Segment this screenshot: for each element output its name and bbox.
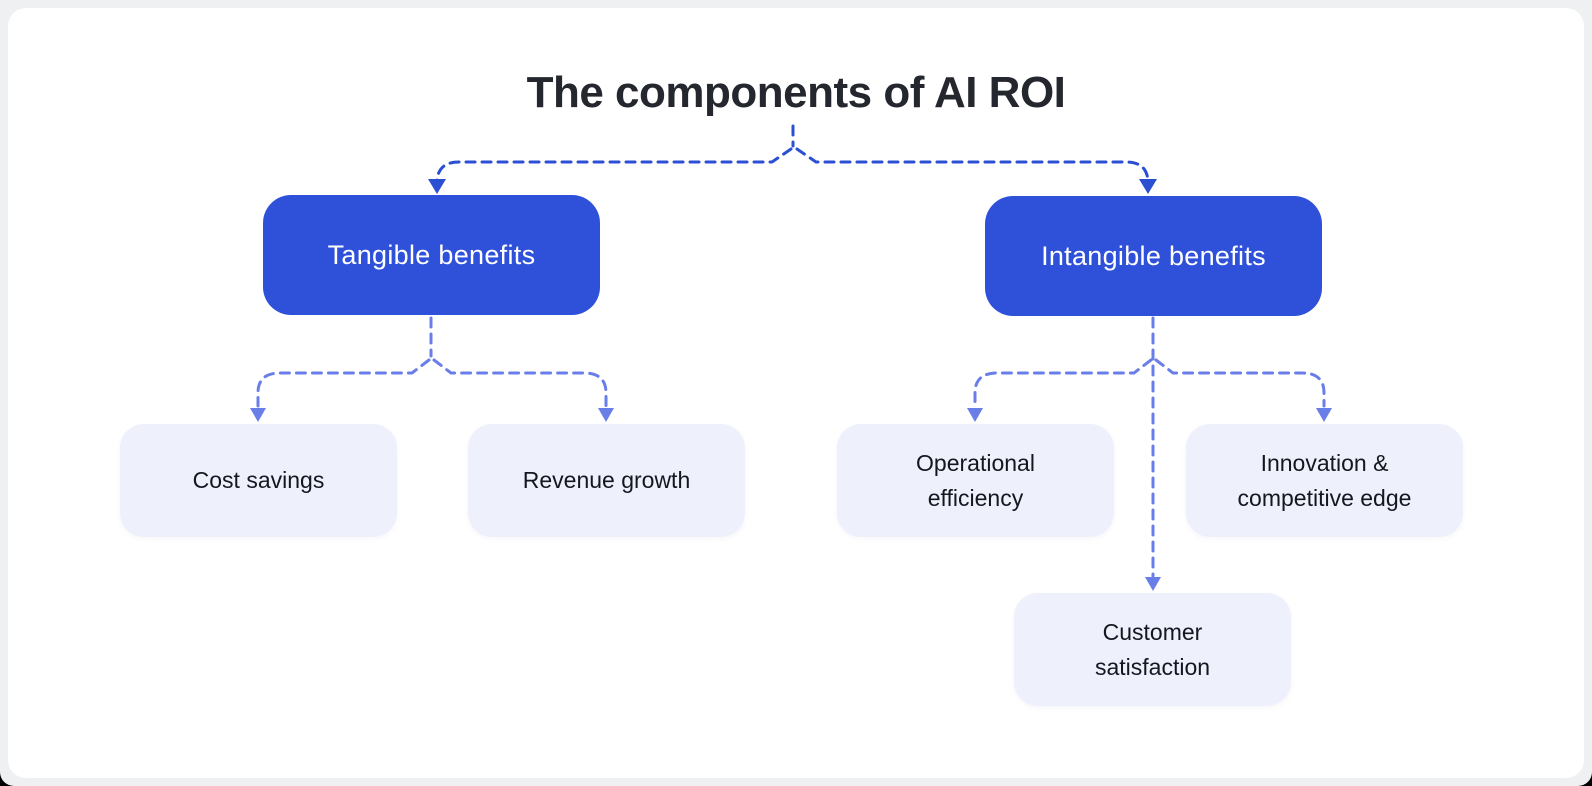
node-customer-satisfaction: Customer satisfaction [1014,593,1291,706]
node-intangible-benefits: Intangible benefits [985,196,1322,316]
node-cost-savings: Cost savings [120,424,397,537]
node-revenue-growth: Revenue growth [468,424,745,537]
node-customer-satisfaction-label: Customer satisfaction [1094,618,1211,680]
node-operational-efficiency-label: Operational efficiency [916,449,1035,511]
node-intangible-benefits-label: Intangible benefits [1041,240,1266,271]
node-cost-savings-label: Cost savings [192,467,325,493]
node-innovation-competitive-edge-label: Innovation & competitive edge [1237,449,1412,511]
node-tangible-benefits-label: Tangible benefits [327,239,536,270]
node-innovation-competitive-edge: Innovation & competitive edge [1186,424,1463,537]
diagram-title: The components of AI ROI [526,68,1066,117]
node-operational-efficiency: Operational efficiency [837,424,1114,537]
diagram-card [8,8,1584,778]
node-revenue-growth-label: Revenue growth [522,467,691,493]
node-tangible-benefits: Tangible benefits [263,195,600,315]
